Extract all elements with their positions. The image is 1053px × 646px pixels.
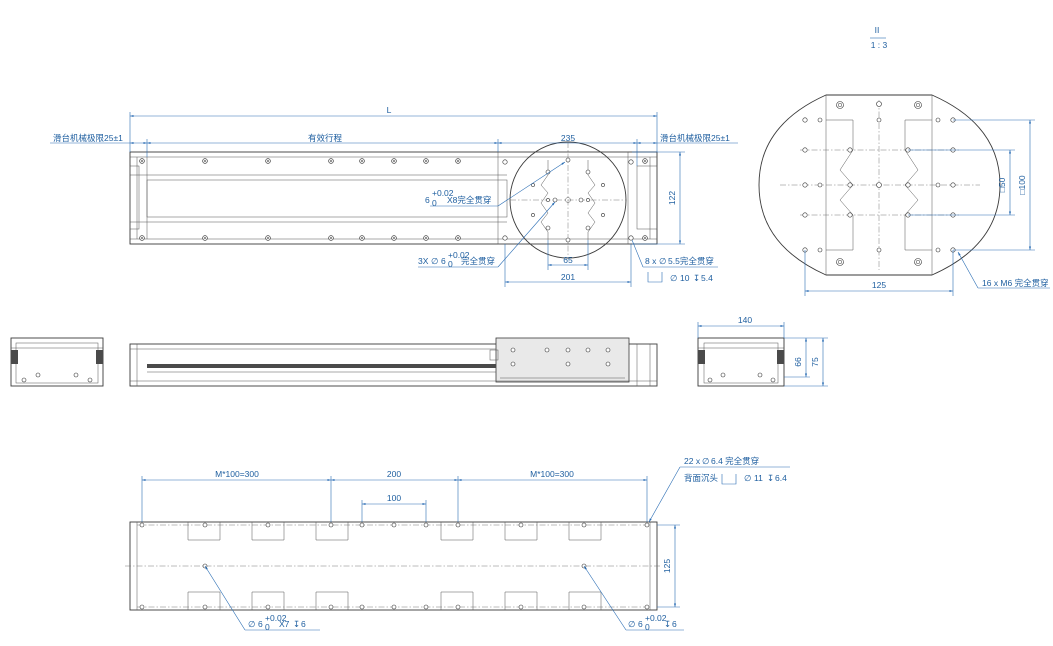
svg-text:↧: ↧ (693, 273, 700, 283)
svg-text:0: 0 (432, 198, 437, 208)
dim-65: 65 (563, 255, 573, 265)
end-dim-75: 75 (810, 357, 820, 367)
svg-text:∅: ∅ (248, 619, 256, 629)
note-right-pin: ∅ 6 +0.02 0 ↧ 6 (583, 565, 684, 632)
bottom-dim-m-right: M*100=300 (530, 469, 574, 479)
svg-text:0: 0 (645, 622, 650, 632)
bottom-view: M*100=300 200 M*100=300 100 125 22 x ∅ 6… (125, 456, 790, 632)
bottom-dim-125: 125 (662, 559, 672, 573)
detail-dim-100: □100 (1017, 175, 1027, 195)
note-3x-holes: 3X ∅ 6 +0.02 0 完全贯穿 (418, 201, 556, 269)
note-left-pin: ∅ 6 +0.02 0 X7 ↧ 6 (204, 565, 320, 632)
left-end-view (10, 337, 104, 387)
bottom-holes (139, 522, 650, 610)
svg-text:8 x: 8 x (645, 256, 657, 266)
svg-text:∅: ∅ (628, 619, 636, 629)
end-dim-140: 140 (738, 315, 752, 325)
end-dim-66: 66 (793, 357, 803, 367)
svg-text:6: 6 (425, 195, 430, 205)
dim-stroke-label: 有效行程 (308, 133, 343, 143)
scale-bottom: 1 : 3 (871, 40, 888, 50)
table-pattern (540, 160, 596, 240)
svg-text:∅: ∅ (431, 256, 439, 266)
svg-text:∅: ∅ (670, 273, 678, 283)
dim-limit-right: 滑台机械极限25±1 (660, 133, 730, 143)
svg-text:背面沉头: 背面沉头 (684, 473, 719, 483)
scale-note: II 1 : 3 (870, 25, 888, 50)
end-cap-left (129, 165, 140, 230)
svg-text:6: 6 (441, 256, 446, 266)
svg-text:+0.02: +0.02 (432, 188, 454, 198)
svg-text:5.5完全贯穿: 5.5完全贯穿 (668, 256, 714, 266)
table-holes (502, 157, 634, 243)
svg-text:∅: ∅ (702, 456, 710, 466)
right-end-view: 140 66 75 (697, 315, 828, 387)
svg-text:3X: 3X (418, 256, 429, 266)
svg-text:∅: ∅ (659, 256, 667, 266)
bottom-dim-100: 100 (387, 493, 401, 503)
svg-text:+0.02: +0.02 (265, 613, 287, 623)
svg-text:+0.02: +0.02 (645, 613, 667, 623)
rail-body-outline (129, 151, 658, 245)
side-carriage (495, 337, 630, 383)
svg-text:10: 10 (680, 273, 690, 283)
svg-text:6: 6 (301, 619, 306, 629)
svg-text:11: 11 (754, 473, 763, 483)
detail-note-m6: 16 x M6 完全贯穿 (982, 278, 1049, 288)
svg-text:X8完全贯穿: X8完全贯穿 (447, 195, 491, 205)
dim-201: 201 (561, 272, 575, 282)
svg-text:↧: ↧ (767, 473, 774, 483)
dim-L-label: L (387, 105, 392, 115)
svg-text:22 x: 22 x (684, 456, 701, 466)
note-8x-holes: 8 x ∅ 5.5完全贯穿 ∅ 10 ↧ 5.4 (631, 239, 718, 283)
svg-text:5.4: 5.4 (701, 273, 713, 283)
svg-text:0: 0 (448, 259, 453, 269)
scale-top: II (875, 25, 880, 35)
bottom-dim-m-left: M*100=300 (215, 469, 259, 479)
rail-holes-bottom (139, 235, 648, 241)
detail-dim-125: 125 (872, 280, 886, 290)
detail-dim-50: □50 (997, 177, 1007, 192)
svg-text:↧: ↧ (293, 619, 300, 629)
svg-text:6.4 完全贯穿: 6.4 完全贯穿 (711, 456, 759, 466)
svg-text:∅: ∅ (744, 473, 752, 483)
detail-view: 125 □100 □50 16 x M6 完全贯穿 (758, 94, 1050, 296)
end-cap-right (636, 165, 658, 230)
svg-text:6: 6 (638, 619, 643, 629)
svg-text:6.4: 6.4 (775, 473, 787, 483)
bottom-slots (187, 522, 602, 610)
bottom-dim-200: 200 (387, 469, 401, 479)
rail-holes-top (139, 158, 648, 164)
note-22x-holes: 22 x ∅ 6.4 完全贯穿 背面沉头 ∅ 11 ↧ 6.4 (648, 456, 790, 523)
side-view (129, 337, 658, 387)
dim-limit-left: 滑台机械极限25±1 (53, 133, 123, 143)
carriage-outline (497, 151, 629, 245)
svg-text:6: 6 (672, 619, 677, 629)
dim-235: 235 (561, 133, 575, 143)
svg-text:完全贯穿: 完全贯穿 (461, 256, 495, 266)
svg-text:0: 0 (265, 622, 270, 632)
note-pin-holes: 6 +0.02 0 X8完全贯穿 (425, 161, 566, 208)
dim-122: 122 (667, 191, 677, 205)
svg-text:6: 6 (258, 619, 263, 629)
svg-text:↧: ↧ (664, 619, 671, 629)
svg-text:+0.02: +0.02 (448, 250, 470, 260)
top-view: L 滑台机械极限25±1 有效行程 235 滑台机械极限25±1 122 65 … (50, 105, 738, 287)
svg-text:X7: X7 (279, 619, 290, 629)
